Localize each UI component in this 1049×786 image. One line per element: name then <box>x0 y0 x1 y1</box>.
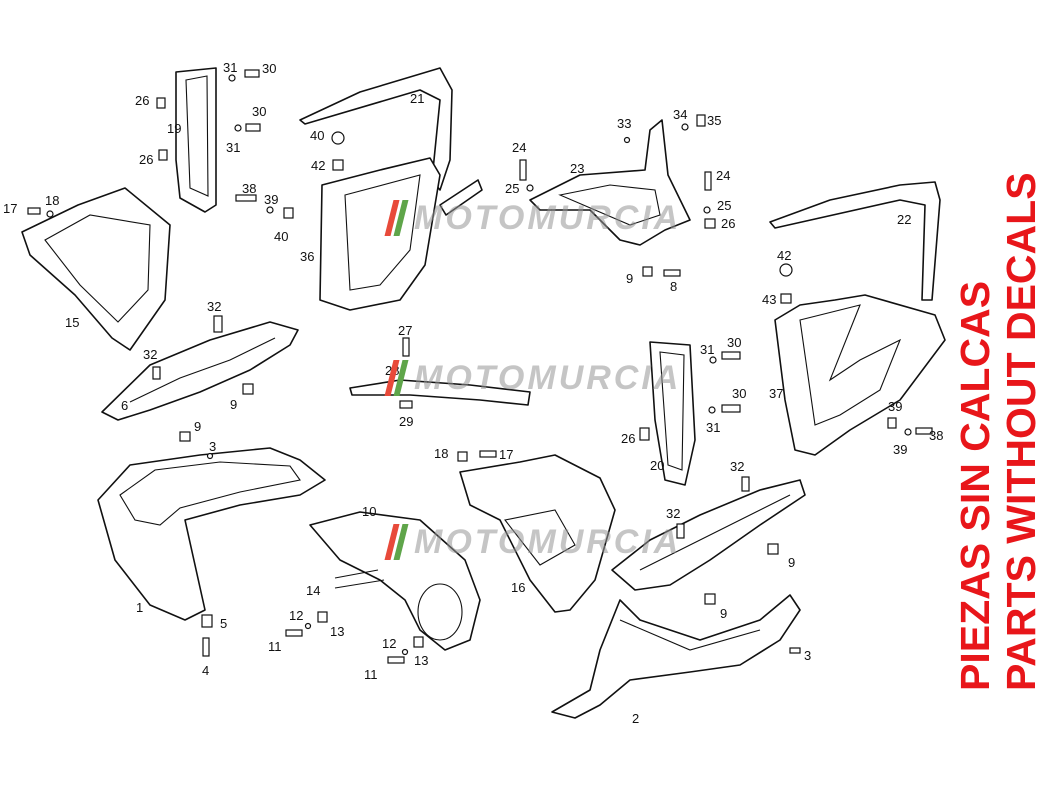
callout-33: 33 <box>617 116 631 131</box>
callout-32: 32 <box>666 506 680 521</box>
part-22-rail-right <box>769 181 941 301</box>
watermark-logo-icon <box>388 360 408 396</box>
callout-42: 40 <box>310 128 324 143</box>
callout-43: 43 <box>762 292 776 307</box>
callout-25: 25 <box>505 181 519 196</box>
callout-9: 9 <box>230 397 237 412</box>
leader-lines <box>334 569 385 589</box>
callout-5: 5 <box>220 616 227 631</box>
callout-11: 11 <box>364 667 378 682</box>
callout-15: 15 <box>65 315 79 330</box>
callout-12: 12 <box>382 636 396 651</box>
callout-1: 1 <box>136 600 143 615</box>
callout-12: 12 <box>289 608 303 623</box>
callout-29: 29 <box>399 414 413 429</box>
no-decals-notice: PIEZAS SIN CALCAS PARTS WITHOUT DECALS <box>944 96 1044 691</box>
part-9-floor-panel-right <box>611 479 806 591</box>
callout-26: 26 <box>135 93 149 108</box>
callout-22: 22 <box>897 212 911 227</box>
watermark-text: MOTOMURCIA <box>414 198 682 237</box>
callout-21: 21 <box>410 91 424 106</box>
callout-4: 4 <box>202 663 209 678</box>
part-37-side-panel-right <box>774 294 946 456</box>
part-1-front-lower-left <box>97 447 326 621</box>
part-15-frame-cover-left <box>21 187 171 351</box>
watermark-text: MOTOMURCIA <box>414 522 682 561</box>
callout-32: 32 <box>143 347 157 362</box>
callout-24: 24 <box>512 140 526 155</box>
hardware <box>27 69 933 664</box>
callout-38: 38 <box>242 181 256 196</box>
callout-13: 13 <box>330 624 344 639</box>
callout-9: 9 <box>626 271 633 286</box>
part-10-14-center-tunnel <box>309 511 481 651</box>
part-6-floor-panel-left <box>101 321 299 421</box>
callout-10: 10 <box>362 504 376 519</box>
callout-35: 35 <box>707 113 721 128</box>
part-23-rear-cover <box>529 119 691 246</box>
callout-23: 23 <box>570 161 584 176</box>
callout-16: 16 <box>511 580 525 595</box>
callout-32: 32 <box>207 299 221 314</box>
part-20-inner-panel-right <box>649 341 696 486</box>
callout-6: 6 <box>121 398 128 413</box>
callout-20: 20 <box>650 458 664 473</box>
callout-38: 38 <box>929 428 943 443</box>
callout-25: 25 <box>717 198 731 213</box>
callout-31: 31 <box>226 140 240 155</box>
callout-31: 31 <box>700 342 714 357</box>
callout-39: 39 <box>893 442 907 457</box>
callout-43: 42 <box>311 158 325 173</box>
notice-line-spanish: PIEZAS SIN CALCAS <box>952 280 998 691</box>
part-2-front-lower-right <box>551 594 801 719</box>
callout-9: 9 <box>788 555 795 570</box>
callout-14: 14 <box>306 583 320 598</box>
callout-37: 37 <box>769 386 783 401</box>
callout-30: 30 <box>262 61 276 76</box>
callout-9: 9 <box>194 419 201 434</box>
callout-34: 34 <box>673 107 687 122</box>
watermark-logo-icon <box>388 200 408 236</box>
callout-19: 19 <box>167 121 181 136</box>
watermark-text: MOTOMURCIA <box>414 358 682 397</box>
callout-13: 13 <box>414 653 428 668</box>
callout-31: 31 <box>223 60 237 75</box>
callout-36: 36 <box>300 249 314 264</box>
callout-31: 31 <box>706 420 720 435</box>
callout-3: 3 <box>804 648 811 663</box>
watermark-logo-icon <box>388 524 408 560</box>
callout-32: 32 <box>730 459 744 474</box>
callout-2: 2 <box>632 711 639 726</box>
callout-40: 40 <box>274 229 288 244</box>
part-36-side-panel-left <box>319 157 483 311</box>
callout-30: 30 <box>727 335 741 350</box>
callout-17: 17 <box>3 201 17 216</box>
part-16-front-cover-right <box>459 454 616 613</box>
callout-26: 26 <box>721 216 735 231</box>
watermark: MOTOMURCIA <box>388 358 681 398</box>
watermark: MOTOMURCIA <box>388 198 681 238</box>
callout-26: 26 <box>139 152 153 167</box>
callout-8: 8 <box>670 279 677 294</box>
callout-27: 27 <box>398 323 412 338</box>
callout-18: 18 <box>434 446 448 461</box>
callout-17: 17 <box>499 447 513 462</box>
notice-line-english: PARTS WITHOUT DECALS <box>998 172 1044 691</box>
callout-18: 18 <box>45 193 59 208</box>
callout-30: 30 <box>732 386 746 401</box>
callout-39: 39 <box>264 192 278 207</box>
part-19-inner-panel-left <box>175 67 217 213</box>
watermark: MOTOMURCIA <box>388 522 681 562</box>
callout-24: 24 <box>716 168 730 183</box>
callout-3: 3 <box>209 439 216 454</box>
callout-40: 39 <box>888 399 902 414</box>
callout-42: 42 <box>777 248 791 263</box>
callout-9: 9 <box>720 606 727 621</box>
callout-26: 26 <box>621 431 635 446</box>
callout-30: 30 <box>252 104 266 119</box>
callout-11: 11 <box>268 639 282 654</box>
